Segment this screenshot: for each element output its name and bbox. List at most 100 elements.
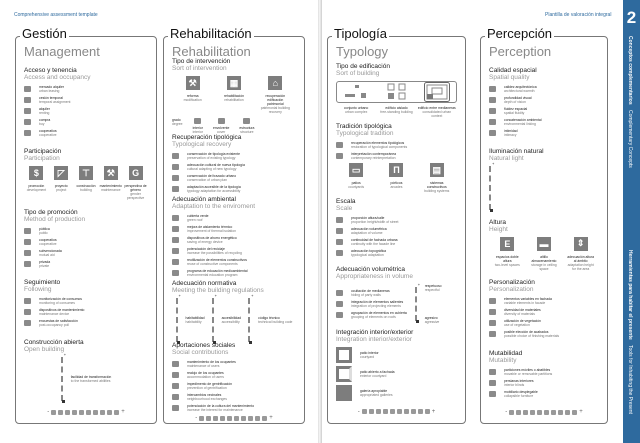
checkbox-square[interactable]: [336, 250, 343, 257]
checkbox-square[interactable]: [24, 320, 31, 326]
pagination-dot[interactable]: [51, 409, 57, 415]
pagination-dot[interactable]: [530, 409, 536, 415]
checkbox-square[interactable]: [24, 129, 31, 136]
checkbox-square[interactable]: [243, 118, 251, 124]
checkbox-square[interactable]: [172, 372, 179, 378]
checkbox-square[interactable]: [336, 217, 343, 224]
pagination-dot[interactable]: [100, 409, 106, 415]
checkbox-square[interactable]: [172, 270, 179, 276]
checkbox-square[interactable]: [489, 368, 496, 375]
checkbox-square[interactable]: [172, 175, 179, 181]
checkbox-square[interactable]: [172, 226, 179, 232]
free-standing-icon[interactable]: [385, 83, 411, 101]
checkbox-square[interactable]: [172, 164, 179, 170]
checkbox-square[interactable]: [172, 361, 179, 367]
pagination-dot[interactable]: [206, 415, 212, 421]
checkbox-square[interactable]: [336, 300, 343, 307]
pagination-dot[interactable]: [93, 409, 99, 415]
scale-bar[interactable]: [175, 293, 181, 344]
party-wall-icon[interactable]: [423, 82, 450, 103]
pagination-dot[interactable]: [382, 409, 388, 415]
pagination-dot[interactable]: [572, 409, 578, 415]
checkbox-square[interactable]: [24, 260, 31, 267]
checkbox-square[interactable]: [489, 96, 496, 103]
checkbox-square[interactable]: [24, 309, 31, 315]
scale-bar[interactable]: [248, 293, 253, 344]
pagination-dot[interactable]: [361, 409, 367, 415]
checkbox-square[interactable]: [24, 227, 31, 234]
pagination-dot[interactable]: [255, 415, 261, 421]
checkbox-square[interactable]: [489, 85, 496, 92]
checkbox-square[interactable]: [489, 320, 496, 326]
pagination-dot[interactable]: [262, 415, 268, 421]
pagination-dot[interactable]: [65, 409, 71, 415]
checkbox-square[interactable]: [217, 118, 225, 124]
pagination-dot[interactable]: [234, 415, 240, 421]
pagination-dot[interactable]: [403, 409, 409, 415]
scale-bar[interactable]: [489, 161, 494, 212]
checkbox-square[interactable]: [172, 394, 179, 400]
scale-bar[interactable]: [60, 352, 66, 403]
pagination-dot[interactable]: [220, 415, 226, 421]
urban-complex-icon[interactable]: [343, 83, 373, 101]
pagination-next[interactable]: +: [579, 409, 583, 415]
checkbox-square[interactable]: [172, 153, 179, 159]
checkbox-square[interactable]: [24, 96, 31, 103]
checkbox-square[interactable]: [172, 215, 179, 221]
checkbox-square[interactable]: [24, 85, 31, 92]
rating-scale[interactable]: [489, 161, 499, 212]
checkbox-square[interactable]: [489, 129, 496, 136]
pagination-dot[interactable]: [523, 409, 529, 415]
checkbox-square[interactable]: [172, 237, 179, 243]
pagination-prev[interactable]: -: [505, 409, 508, 415]
pagination-prev[interactable]: -: [47, 409, 50, 415]
checkbox-square[interactable]: [24, 298, 31, 304]
checkbox-square[interactable]: [172, 383, 179, 389]
pagination-dot[interactable]: [375, 409, 381, 415]
pagination-dot[interactable]: [58, 409, 64, 415]
pagination-dot[interactable]: [516, 409, 522, 415]
pagination-dot[interactable]: [248, 415, 254, 421]
pagination-prev[interactable]: -: [357, 408, 360, 415]
